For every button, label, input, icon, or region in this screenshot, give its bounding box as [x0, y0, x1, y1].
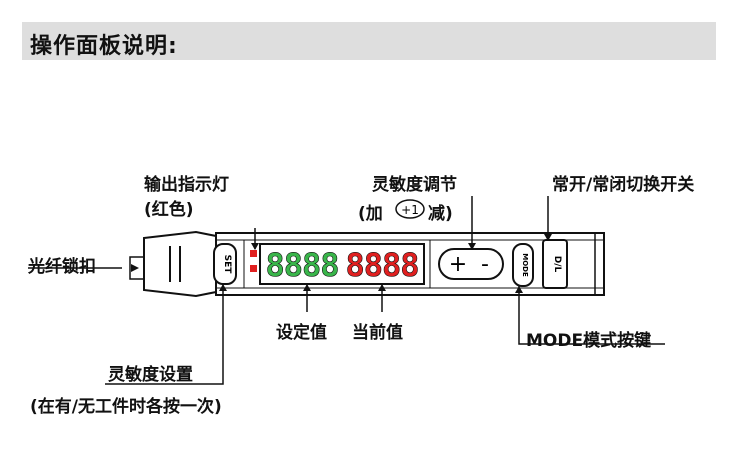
leader-sensitivity-setting — [105, 284, 224, 385]
set-value-display: 8888 — [265, 246, 338, 284]
no-nc-switch-label: 常开/常闭切换开关 — [552, 175, 695, 195]
mode-button-label: MODE — [521, 253, 529, 277]
sensitivity-setting-note: (在有/无工件时各按一次) — [30, 397, 222, 417]
dl-button-label: D/L — [552, 256, 562, 273]
display-window — [259, 243, 425, 285]
sensitivity-rocker[interactable] — [438, 248, 504, 280]
indicator-light-bottom — [250, 265, 257, 272]
dl-button[interactable] — [542, 239, 568, 289]
page-title: 操作面板说明: — [30, 34, 178, 59]
leader-mode — [518, 286, 665, 345]
fiber-lock-label: 光纤锁扣 — [28, 257, 96, 277]
sensitivity-adjust-label: 灵敏度调节 — [372, 175, 457, 195]
set-button[interactable] — [213, 243, 237, 285]
sensitivity-adjust-minus: 减) — [428, 204, 453, 224]
header-bar: 操作面板说明: — [22, 22, 716, 60]
mode-button[interactable] — [512, 243, 534, 287]
current-value-display: 8888 — [345, 246, 418, 284]
sensitivity-setting-label: 灵敏度设置 — [108, 365, 193, 385]
indicator-light-top — [250, 250, 257, 257]
minus-label: - — [481, 252, 489, 277]
set-value-label: 设定值 — [276, 323, 327, 343]
indicator-light-color: (红色) — [144, 200, 194, 220]
current-value-label: 当前值 — [352, 323, 403, 343]
indicator-light-label: 输出指示灯 — [144, 175, 229, 195]
sensitivity-adjust-plus: (加 — [358, 204, 383, 224]
arrowheads — [131, 234, 552, 293]
plus-minus-icon-label: +1 — [401, 203, 419, 217]
set-button-label: SET — [222, 255, 232, 275]
plus-label: + — [449, 252, 467, 277]
plus-minus-icon — [395, 199, 425, 219]
mode-key-label: MODE模式按键 — [526, 331, 652, 351]
